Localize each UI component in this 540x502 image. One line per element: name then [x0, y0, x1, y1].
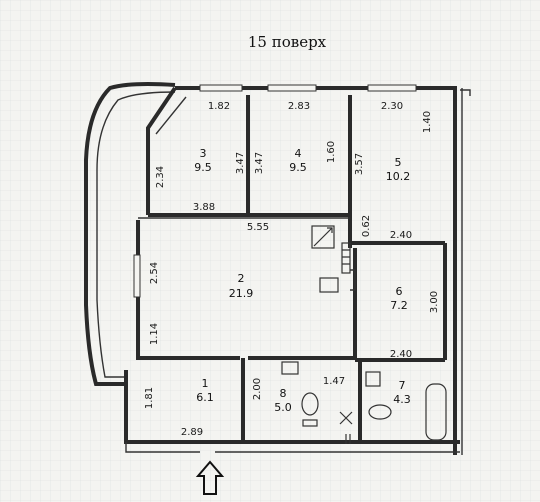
vent-shaft-icon: [311, 225, 335, 249]
dimension-label: 3.47: [254, 152, 265, 174]
room-area: 10.2: [386, 170, 411, 183]
room-area: 6.1: [196, 391, 214, 404]
entrance-up-arrow-icon: [195, 460, 225, 495]
dimension-label: 2.00: [252, 378, 263, 400]
room-area: 7.2: [390, 299, 408, 312]
dimension-label: 1.47: [323, 376, 345, 387]
room-area: 9.5: [194, 161, 212, 174]
dimension-label: 3.88: [193, 202, 215, 213]
dimension-label: 2.40: [390, 349, 412, 360]
dimension-label: 0.62: [361, 215, 372, 237]
dimension-label: 1.14: [149, 323, 160, 345]
dimension-label: 2.30: [381, 101, 403, 112]
dimension-label: 1.60: [326, 141, 337, 163]
windows: [133, 84, 417, 298]
dimension-label: 3.47: [235, 152, 246, 174]
floor-drain-icon: [339, 411, 353, 425]
dimension-label: 2.34: [155, 166, 166, 188]
bay-window-inner: [96, 91, 176, 378]
room-number: 1: [202, 377, 209, 390]
washbasin-icon: [365, 371, 381, 387]
fixtures: [281, 225, 447, 444]
bathtub-icon: [425, 383, 447, 441]
dimension-label: 5.55: [247, 222, 269, 233]
room-number: 2: [238, 272, 245, 285]
kitchen-sink-icon: [319, 277, 339, 293]
dimension-label: 3.57: [354, 153, 365, 175]
room-area: 4.3: [393, 393, 411, 406]
toilet-icon: [368, 404, 392, 420]
dimension-label: 2.54: [149, 262, 160, 284]
floor-label: 15 поверх: [248, 33, 327, 51]
room-area: 5.0: [274, 401, 292, 414]
washbasin-icon: [281, 361, 299, 375]
toilet-icon: [301, 392, 319, 416]
room-number: 5: [395, 156, 402, 169]
room-area: 21.9: [229, 287, 254, 300]
room-number: 8: [280, 387, 287, 400]
bay-window-outer: [84, 82, 176, 386]
dimension-label: 1.81: [144, 387, 155, 409]
room-number: 3: [200, 147, 207, 160]
dimension-label: 2.89: [181, 427, 203, 438]
radiator-icon: [341, 242, 351, 274]
room-number: 4: [295, 147, 302, 160]
dimension-label: 2.40: [390, 230, 412, 241]
dimension-label: 2.83: [288, 101, 310, 112]
room-labels: 3 9.5 4 9.5 5 10.2 2 21.9 6 7.2 1 6.1 8 …: [194, 147, 411, 414]
room-number: 6: [396, 285, 403, 298]
dimension-label: 3.00: [429, 291, 440, 313]
dimension-labels: 1.82 2.83 2.30 3.88 5.55 2.40 2.40 1.47 …: [144, 101, 440, 438]
room-number: 7: [399, 379, 406, 392]
interior-walls: [138, 95, 447, 442]
dimension-label: 1.40: [422, 111, 433, 133]
dimension-label: 1.82: [208, 101, 230, 112]
room-area: 9.5: [289, 161, 307, 174]
